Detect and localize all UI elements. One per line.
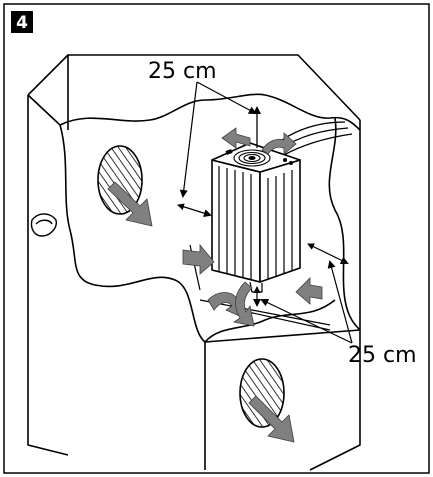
ventilation-grille-lower bbox=[239, 358, 285, 428]
airflow-arrow-icon bbox=[207, 292, 245, 319]
top-label-leaders bbox=[179, 81, 257, 198]
right-clearance-dimension bbox=[307, 243, 349, 264]
airflow-arrow-icon bbox=[295, 277, 323, 305]
step-number: 4 bbox=[16, 13, 28, 33]
airflow-arrows bbox=[107, 127, 323, 443]
fan-icon bbox=[233, 149, 271, 167]
step-badge: 4 bbox=[11, 11, 33, 33]
cable-entry-icon bbox=[281, 121, 353, 157]
airflow-arrow-icon bbox=[221, 127, 251, 149]
airflow-arrow-icon bbox=[107, 181, 153, 227]
cable-gland-icon bbox=[30, 213, 57, 237]
cutaway-edges bbox=[59, 93, 361, 343]
side-label-leaders bbox=[260, 260, 353, 344]
airflow-arrow-icon bbox=[182, 243, 215, 275]
inverter-device bbox=[211, 142, 301, 293]
left-clearance-dimension bbox=[177, 203, 212, 218]
top-clearance-label: 25 cm bbox=[148, 59, 217, 84]
airflow-arrow-icon bbox=[261, 132, 297, 155]
cabinet bbox=[27, 54, 361, 471]
side-clearance-label: 25 cm bbox=[348, 343, 417, 368]
figure-border bbox=[3, 3, 430, 474]
airflow-arrow-icon bbox=[248, 395, 295, 443]
airflow-arrow-icon bbox=[232, 281, 255, 327]
